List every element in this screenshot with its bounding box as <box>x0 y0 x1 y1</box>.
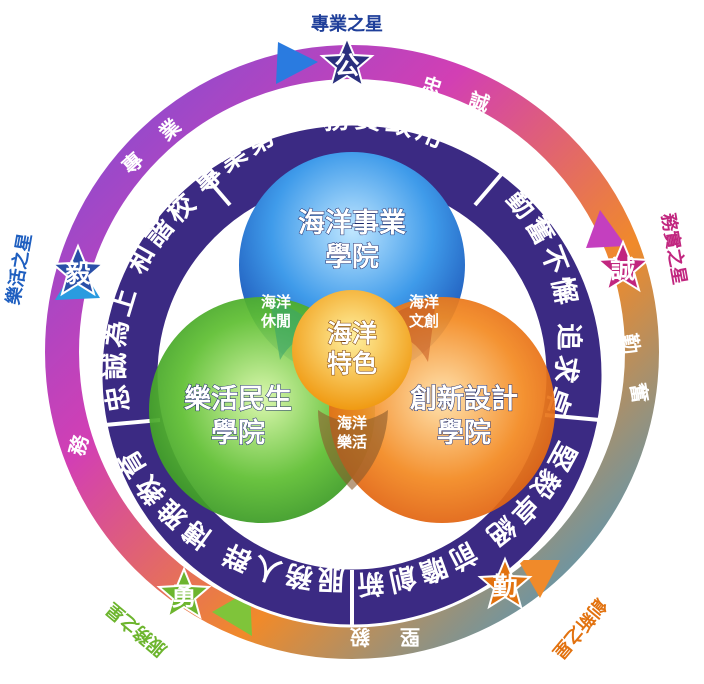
star-bottom-right-label: 創新之星 <box>548 593 612 663</box>
star-left-label: 樂活之星 <box>2 232 36 307</box>
overlap-top-right-label-2: 文創 <box>409 312 439 330</box>
star-left-char: 毅 <box>64 259 91 288</box>
arrow-head-bottom-right <box>518 560 560 598</box>
circle-left-title-2: 學院 <box>211 417 265 449</box>
star-right-label: 務實之星 <box>657 212 691 287</box>
star-top-char: 公 <box>334 51 359 80</box>
circle-top-title-1: 海洋事業 <box>298 207 406 239</box>
star-top: 公 <box>319 35 375 89</box>
star-left: 毅 <box>50 243 106 297</box>
overlap-top-right-label-1: 海洋 <box>409 293 439 311</box>
arrow-head-top <box>276 42 318 84</box>
star-bottom-left-label: 服務之星 <box>101 598 170 661</box>
circle-right-title-1: 創新設計 <box>410 383 518 415</box>
arrow-head-right <box>586 210 626 248</box>
overlap-top-left <box>270 300 320 360</box>
overlap-bottom <box>318 410 388 490</box>
star-right-char: 誠 <box>610 255 635 284</box>
center-circle <box>292 290 412 410</box>
circle-top-title-2: 學院 <box>325 241 379 273</box>
circle-right-title-2: 學院 <box>437 417 491 449</box>
center-label-2: 特色 <box>327 349 377 378</box>
center-label-1: 海洋 <box>327 319 377 348</box>
overlap-top-left-label-2: 休閒 <box>260 312 291 330</box>
ring-divider-2 <box>473 168 507 207</box>
circle-left-title-1: 樂活民生 <box>184 383 292 415</box>
star-bottom-right-char: 勤 <box>492 572 517 601</box>
star-right: 誠 <box>595 239 651 293</box>
ring-divider-1 <box>198 168 232 207</box>
star-bottom-left-char: 勇 <box>171 582 196 611</box>
overlap-top-left-label-1: 海洋 <box>261 293 291 311</box>
overlap-bottom-label-1: 海洋 <box>337 414 367 432</box>
star-bottom-right: 勤 <box>477 556 533 610</box>
arrow-text-top-left: 專業 <box>117 94 207 179</box>
value-ring-outer-edge <box>99 122 605 628</box>
star-top-label: 專業之星 <box>311 13 383 35</box>
arrow-text-bottom: 堅毅 <box>320 625 420 649</box>
overlap-bottom-label-2: 樂活 <box>337 433 367 451</box>
star-bottom-left: 勇 <box>156 566 212 620</box>
